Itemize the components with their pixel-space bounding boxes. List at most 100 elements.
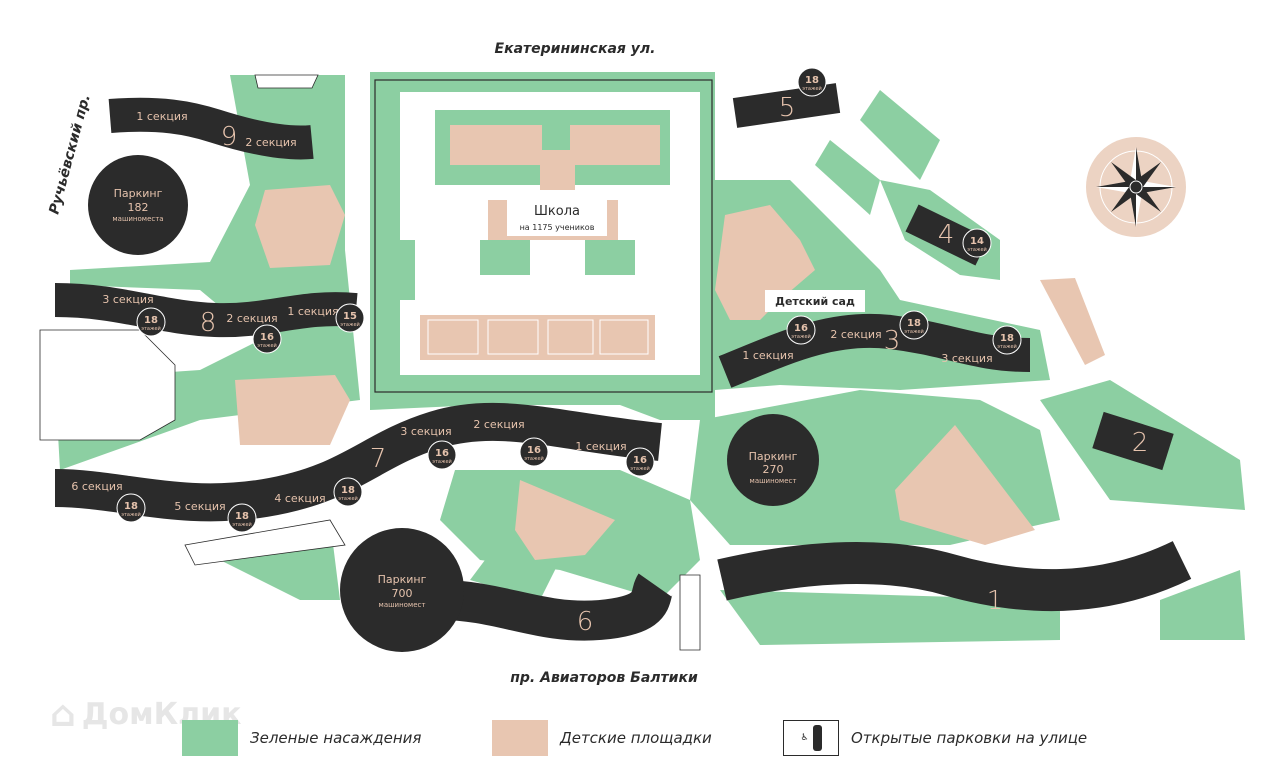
section-label: 1 секция [742,349,793,362]
building-6 [439,573,673,641]
svg-text:этажей: этажей [791,333,811,340]
building-number: 5 [779,93,796,123]
playground-swatch [492,720,548,756]
svg-text:этажей: этажей [232,521,252,528]
playground [255,185,345,268]
playground [895,425,1035,545]
building-7 [54,402,662,522]
svg-text:18: 18 [124,501,138,512]
svg-text:18: 18 [341,485,355,496]
section-labels: 1 секция 2 секция 3 секция 2 секция 1 се… [71,110,992,513]
playground [1040,278,1105,365]
building-number: 1 [987,586,1004,616]
section-label: 3 секция [102,293,153,306]
section-label: 2 секция [226,312,277,325]
parking-title: Паркинг [378,573,427,586]
svg-text:16: 16 [633,455,647,466]
building-number: 8 [200,308,217,338]
svg-text:этажей: этажей [802,85,822,92]
section-label: 2 секция [245,136,296,149]
section-label: 6 секция [71,480,122,493]
svg-text:этажей: этажей [121,511,141,518]
street-parking-lots [39,74,701,651]
svg-text:18: 18 [805,75,819,86]
legend-parking: ♿ Открытые парковки на улице [783,720,1087,756]
svg-text:этажей: этажей [257,342,277,349]
svg-text:этажей: этажей [432,458,452,465]
parking-unit: машиноместа [112,215,163,223]
svg-text:этажей: этажей [340,321,360,328]
svg-text:этажей: этажей [997,343,1017,350]
svg-text:14: 14 [970,236,984,247]
parking-swatch: ♿ [783,720,839,756]
parking-unit: машиномест [750,477,797,485]
parking-182: Паркинг 182 машиноместа [88,155,188,255]
parking-count: 182 [128,201,149,214]
svg-text:16: 16 [435,448,449,459]
parking-270: Паркинг 270 машиномест [727,414,819,506]
school-grounds [374,79,713,393]
parking-700: Паркинг 700 машиномест [340,528,464,652]
section-label: 5 секция [174,500,225,513]
section-label: 1 секция [287,305,338,318]
svg-text:этажей: этажей [524,455,544,462]
wheelchair-icon: ♿ [800,733,809,743]
parking-title: Паркинг [114,187,163,200]
svg-text:этажей: этажей [338,495,358,502]
section-label: 1 секция [136,110,187,123]
school-subtitle: на 1175 учеников [520,223,595,232]
building-2 [1092,411,1174,471]
building-9 [108,97,314,160]
svg-text:16: 16 [794,323,808,334]
building-5 [732,83,841,128]
svg-text:этажей: этажей [141,325,161,332]
parking-title: Паркинг [749,450,798,463]
section-label: 3 секция [400,425,451,438]
street-south: пр. Авиаторов Балтики [510,670,698,686]
legend-label: Зеленые насаждения [250,729,422,747]
building-number: 9 [221,122,238,152]
school-title: Школа [534,204,580,219]
building-number: 2 [1132,428,1149,458]
building-3 [718,313,1031,388]
svg-text:этажей: этажей [967,246,987,253]
building-number: 6 [577,607,594,637]
svg-text:18: 18 [1000,333,1014,344]
svg-text:этажей: этажей [630,465,650,472]
legend-green: Зеленые насаждения [182,720,421,756]
legend-label: Детские площадки [560,729,712,747]
car-icon [812,725,822,751]
parking-count: 700 [392,587,413,600]
building-number: 7 [370,444,387,474]
playground [235,375,350,445]
playground [515,480,615,560]
street-west: Ручьёвский пр. [46,93,93,216]
section-label: 1 секция [575,440,626,453]
svg-text:18: 18 [144,315,158,326]
section-label: 2 секция [830,328,881,341]
school-building [507,198,607,236]
section-label: 2 секция [473,418,524,431]
section-label: 4 секция [274,492,325,505]
building-1 [717,540,1192,612]
parking-unit: машиномест [379,601,426,609]
section-label: 3 секция [941,352,992,365]
building-numbers: 9 8 7 6 5 4 3 2 1 [200,93,1149,637]
svg-text:этажей: этажей [904,328,924,335]
